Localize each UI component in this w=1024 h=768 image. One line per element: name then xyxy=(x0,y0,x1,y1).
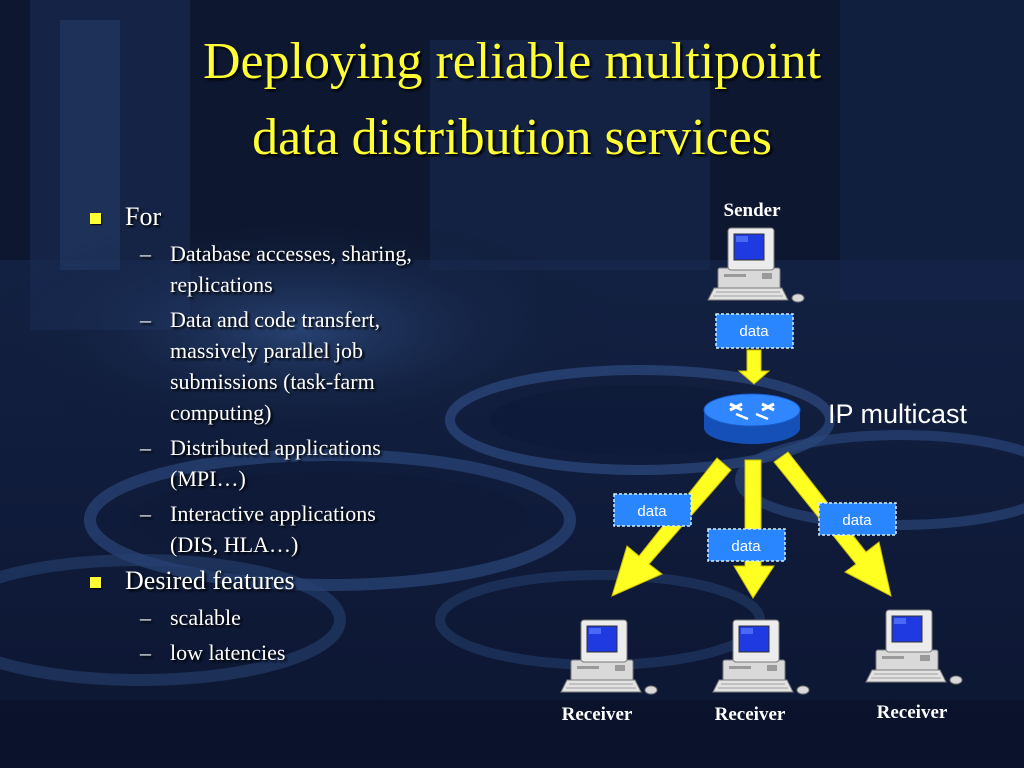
packet-label: data xyxy=(739,323,769,340)
receiver-computer-icon xyxy=(712,619,810,695)
bullet-label: For xyxy=(125,202,162,231)
dash: – xyxy=(140,501,151,526)
slide-title-line-2: data distribution services xyxy=(252,109,772,166)
bullet-list: For – Database accesses, sharing, replic… xyxy=(88,200,558,668)
square-bullet-icon xyxy=(90,577,101,588)
packet-tag: data xyxy=(715,313,794,349)
sub-bullet-line: Interactive applications xyxy=(170,501,376,526)
sub-bullet-line: (MPI…) xyxy=(170,466,246,491)
sub-bullet-line: computing) xyxy=(170,400,272,425)
sub-bullet-line: Database accesses, sharing, xyxy=(170,241,412,266)
packet-tag: data xyxy=(707,528,786,562)
dash: – xyxy=(140,435,151,460)
sender-label: Sender xyxy=(724,200,782,221)
sub-bullet-line: low latencies xyxy=(170,640,286,665)
sub-bullet-low-latencies: – low latencies xyxy=(88,637,558,668)
sub-bullet-line: massively parallel job xyxy=(170,338,364,363)
ip-multicast-label: IP multicast xyxy=(828,399,968,429)
receiver-label: Receiver xyxy=(877,702,948,723)
sender-computer-icon xyxy=(707,227,805,303)
sub-bullet-line: submissions (task-farm xyxy=(170,369,375,394)
sub-bullet-line: Distributed applications xyxy=(170,435,381,460)
receiver-computer-icon xyxy=(865,609,963,685)
receiver-label: Receiver xyxy=(562,704,633,725)
dash: – xyxy=(140,307,151,332)
packet-label: data xyxy=(731,538,761,555)
dash: – xyxy=(140,241,151,266)
receiver-label: Receiver xyxy=(715,704,786,725)
router-icon xyxy=(703,393,801,444)
sender-arrow xyxy=(737,349,771,385)
bullet-for: For xyxy=(88,200,558,234)
receiver-arrow-left xyxy=(611,457,732,597)
sub-bullet-scalable: – scalable xyxy=(88,602,558,633)
packet-label: data xyxy=(637,503,667,520)
sub-bullet-line: Data and code transfert, xyxy=(170,307,381,332)
dash: – xyxy=(140,605,151,630)
sub-bullet-database: – Database accesses, sharing, replicatio… xyxy=(88,238,558,300)
packet-tag: data xyxy=(818,502,897,536)
sub-bullet-interactive-apps: – Interactive applications (DIS, HLA…) xyxy=(88,498,558,560)
sub-bullet-line: (DIS, HLA…) xyxy=(170,532,299,557)
receiver-computer-icon xyxy=(560,619,658,695)
sub-bullet-data-code-transfer: – Data and code transfert, massively par… xyxy=(88,304,558,428)
slide-title-line-1: Deploying reliable multipoint xyxy=(202,33,822,90)
packet-tag: data xyxy=(613,493,692,527)
bullet-desired-features: Desired features xyxy=(88,564,558,598)
square-bullet-icon xyxy=(90,213,101,224)
dash: – xyxy=(140,640,151,665)
packet-label: data xyxy=(842,512,872,529)
sub-bullet-line: replications xyxy=(170,272,273,297)
sub-bullet-distributed-apps: – Distributed applications (MPI…) xyxy=(88,432,558,494)
sub-bullet-line: scalable xyxy=(170,605,241,630)
bullet-label: Desired features xyxy=(125,566,295,595)
